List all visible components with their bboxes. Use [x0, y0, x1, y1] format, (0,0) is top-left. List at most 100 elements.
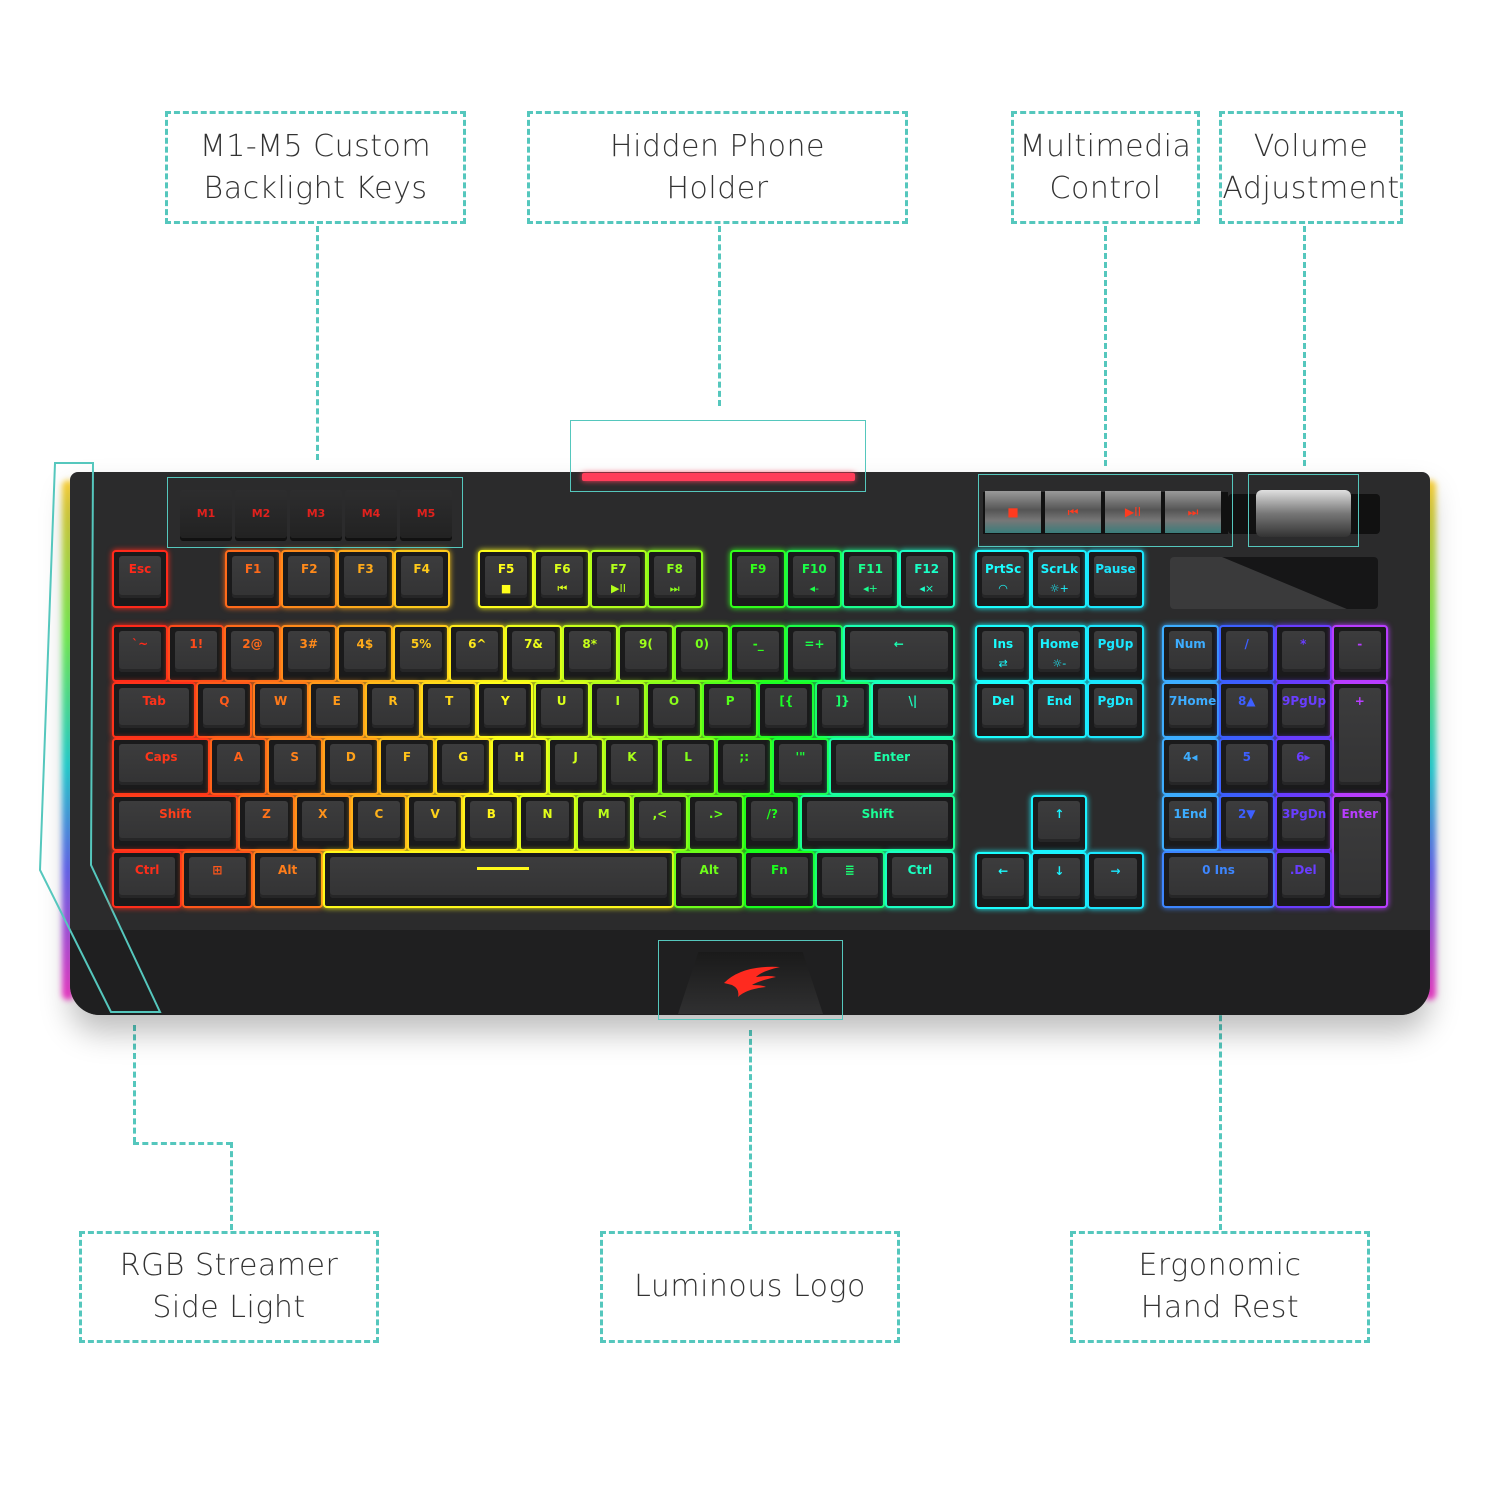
macro-key-m3[interactable]: M3 — [290, 490, 342, 538]
numpad-key[interactable]: 6▸ — [1275, 738, 1332, 795]
key[interactable]: B — [463, 794, 520, 852]
key[interactable]: Q — [196, 681, 253, 739]
next-track-button[interactable]: ⏭ — [1165, 491, 1221, 533]
key[interactable]: Alt — [674, 851, 745, 908]
key-esc[interactable]: Esc — [112, 550, 168, 608]
key[interactable]: Y — [477, 681, 534, 739]
numpad-key[interactable]: - — [1331, 625, 1388, 682]
key-f6[interactable]: F6⏮ — [534, 550, 591, 608]
numpad-key[interactable]: * — [1275, 625, 1332, 682]
key[interactable]: =+ — [786, 625, 843, 682]
key-home[interactable]: Home☼- — [1031, 625, 1088, 682]
numpad-key[interactable]: 2▼ — [1218, 794, 1275, 852]
numpad-key[interactable]: Num — [1162, 625, 1219, 682]
key-del[interactable]: Del — [975, 681, 1032, 739]
numpad-key[interactable]: 4◂ — [1162, 738, 1219, 795]
key[interactable]: 0) — [674, 625, 731, 682]
key[interactable]: 5% — [393, 625, 450, 682]
key-end[interactable]: End — [1031, 681, 1088, 739]
key-f8[interactable]: F8⏭ — [646, 550, 703, 608]
numpad-key[interactable]: / — [1218, 625, 1275, 682]
key-f9[interactable]: F9 — [730, 550, 787, 608]
key[interactable]: /? — [744, 794, 801, 852]
key[interactable]: 1! — [168, 625, 225, 682]
key[interactable]: T — [421, 681, 478, 739]
key[interactable]: Ctrl — [884, 851, 955, 908]
play-pause-button[interactable]: ▶II — [1105, 491, 1161, 533]
key-f11[interactable]: F11◂+ — [842, 550, 899, 608]
key[interactable]: Caps — [112, 738, 211, 795]
key[interactable]: \| — [870, 681, 955, 739]
key-f10[interactable]: F10◂- — [786, 550, 843, 608]
key[interactable]: I — [589, 681, 646, 739]
key-f7[interactable]: F7▶II — [590, 550, 647, 608]
key-f1[interactable]: F1 — [225, 550, 282, 608]
key[interactable]: U — [533, 681, 590, 739]
key[interactable]: G — [435, 738, 492, 795]
key-f3[interactable]: F3 — [337, 550, 394, 608]
key[interactable]: 8* — [561, 625, 618, 682]
key[interactable]: Fn — [744, 851, 815, 908]
key[interactable]: ⊞ — [182, 851, 253, 908]
key[interactable]: 6^ — [449, 625, 506, 682]
key-pgdn[interactable]: PgDn — [1087, 681, 1144, 739]
previous-track-button[interactable]: ⏮ — [1045, 491, 1101, 533]
key[interactable]: ;: — [716, 738, 773, 795]
key[interactable]: E — [308, 681, 365, 739]
key[interactable]: 3# — [280, 625, 337, 682]
numpad-key[interactable]: 7Home — [1162, 681, 1219, 739]
macro-key-m4[interactable]: M4 — [345, 490, 397, 538]
key-space[interactable] — [322, 851, 674, 908]
key-scrlk[interactable]: ScrLk☼+ — [1031, 550, 1088, 608]
macro-key-m2[interactable]: M2 — [235, 490, 287, 538]
key[interactable]: O — [645, 681, 703, 739]
key[interactable]: 4$ — [336, 625, 393, 682]
key[interactable]: Enter — [828, 738, 955, 795]
key[interactable]: P — [702, 681, 759, 739]
key[interactable]: Tab — [112, 681, 197, 739]
key[interactable]: X — [294, 794, 351, 852]
key[interactable]: R — [364, 681, 422, 739]
numpad-key[interactable]: .Del — [1275, 851, 1332, 908]
numpad-key[interactable]: Enter — [1331, 794, 1388, 908]
key[interactable]: ≣ — [814, 851, 885, 908]
numpad-key[interactable]: 3PgDn — [1275, 794, 1332, 852]
key[interactable]: A — [210, 738, 267, 795]
key-f4[interactable]: F4 — [393, 550, 450, 608]
key[interactable]: H — [491, 738, 548, 795]
key[interactable]: 7& — [505, 625, 562, 682]
key-f5[interactable]: F5■ — [478, 550, 535, 608]
key-pgup[interactable]: PgUp — [1087, 625, 1144, 682]
key[interactable]: J — [547, 738, 604, 795]
numpad-key[interactable]: 1End — [1162, 794, 1219, 852]
key[interactable]: Shift — [800, 794, 955, 852]
key[interactable]: Shift — [112, 794, 239, 852]
key[interactable]: [{ — [758, 681, 815, 739]
key[interactable]: V — [407, 794, 464, 852]
key[interactable]: Ctrl — [112, 851, 183, 908]
key[interactable]: D — [322, 738, 379, 795]
macro-key-m1[interactable]: M1 — [180, 490, 232, 538]
key[interactable]: C — [350, 794, 408, 852]
stop-button[interactable]: ■ — [985, 491, 1041, 533]
key[interactable]: `~ — [112, 625, 169, 682]
key-f12[interactable]: F12◂× — [898, 550, 955, 608]
key-pause[interactable]: Pause — [1087, 550, 1144, 608]
key-ins[interactable]: Ins⇄ — [975, 625, 1032, 682]
key[interactable]: M — [575, 794, 632, 852]
key-prtsc[interactable]: PrtSc◠ — [975, 550, 1032, 608]
numpad-key[interactable]: 5 — [1218, 738, 1275, 795]
key[interactable]: '" — [772, 738, 829, 795]
key[interactable]: -_ — [730, 625, 787, 682]
key[interactable]: Alt — [252, 851, 323, 908]
key-arrow-up[interactable]: ↑ — [1031, 795, 1088, 852]
key[interactable]: 2@ — [224, 625, 281, 682]
key[interactable]: .> — [688, 794, 745, 852]
key-arrow[interactable]: ↓ — [1031, 852, 1088, 909]
key[interactable]: F — [378, 738, 436, 795]
key[interactable]: W — [252, 681, 309, 739]
volume-roller[interactable] — [1256, 490, 1351, 537]
key-arrow[interactable]: → — [1087, 852, 1144, 909]
key[interactable]: ,< — [631, 794, 689, 852]
key[interactable]: Z — [238, 794, 295, 852]
